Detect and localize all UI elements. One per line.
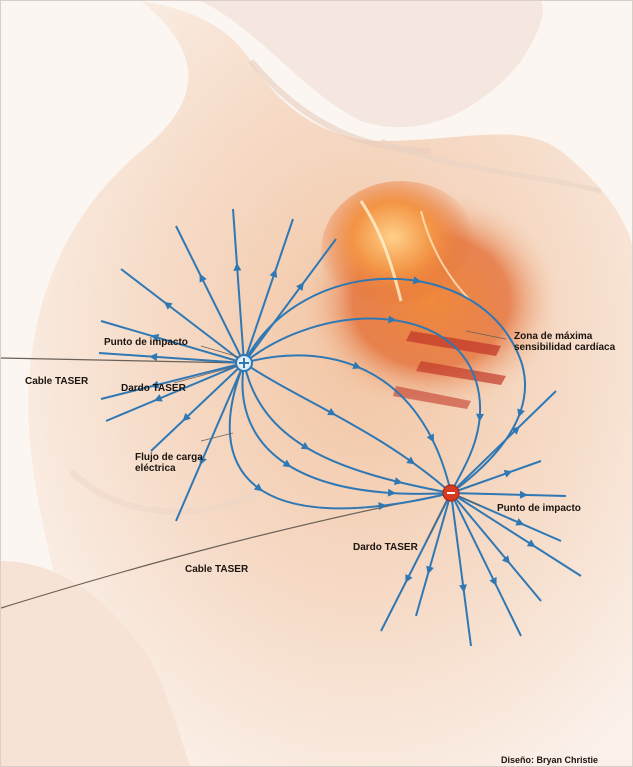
label-dart-lower: Dardo TASER xyxy=(353,542,418,553)
label-impact-point-upper: Punto de impacto xyxy=(104,337,188,348)
label-dart-upper: Dardo TASER xyxy=(121,383,186,394)
label-cable-lower: Cable TASER xyxy=(185,564,248,575)
label-charge-flow: Flujo de carga eléctrica xyxy=(135,452,205,474)
design-credit: Diseño: Bryan Christie xyxy=(501,755,598,766)
label-impact-point-lower: Punto de impacto xyxy=(497,503,581,514)
label-cable-upper: Cable TASER xyxy=(25,376,88,387)
negative-electrode xyxy=(443,485,459,501)
label-max-sensitivity-zone: Zona de máxima sensibilidad cardíaca xyxy=(514,331,632,353)
positive-electrode xyxy=(236,355,252,371)
